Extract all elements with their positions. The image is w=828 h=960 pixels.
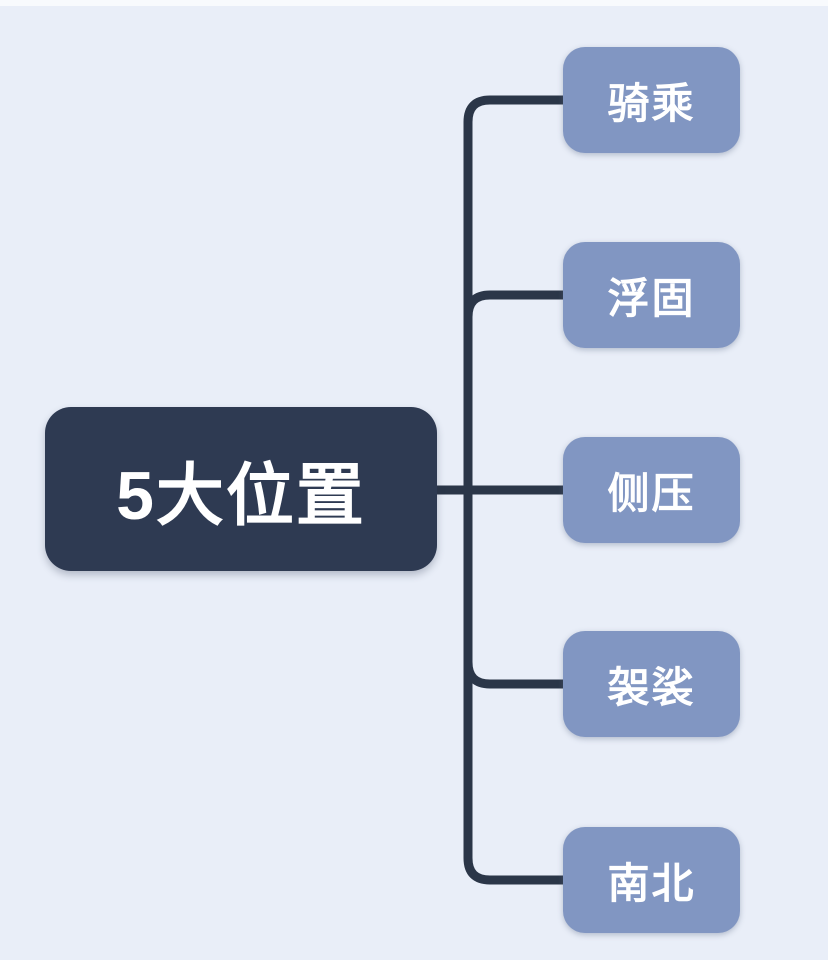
branch-line-4 [463,490,564,689]
child-node-label: 袈裟 [607,663,696,711]
child-node-label: 侧压 [607,469,696,517]
child-node-north-south[interactable]: 南北 [563,827,740,933]
child-node-label: 浮固 [607,274,696,322]
top-edge-highlight [0,0,828,6]
branch-line-1 [463,95,564,490]
child-node-label: 南北 [607,859,696,907]
child-node-side-control[interactable]: 侧压 [563,437,740,543]
root-node[interactable]: 5大位置 [45,407,437,571]
child-node-knee-on-belly[interactable]: 浮固 [563,242,740,348]
branch-line-5 [463,490,564,885]
child-node-kesa-gatame[interactable]: 袈裟 [563,631,740,737]
child-node-mount[interactable]: 骑乘 [563,47,740,153]
root-node-label: 5大位置 [116,457,366,534]
branch-line-2 [463,290,564,490]
child-node-label: 骑乘 [607,79,696,127]
